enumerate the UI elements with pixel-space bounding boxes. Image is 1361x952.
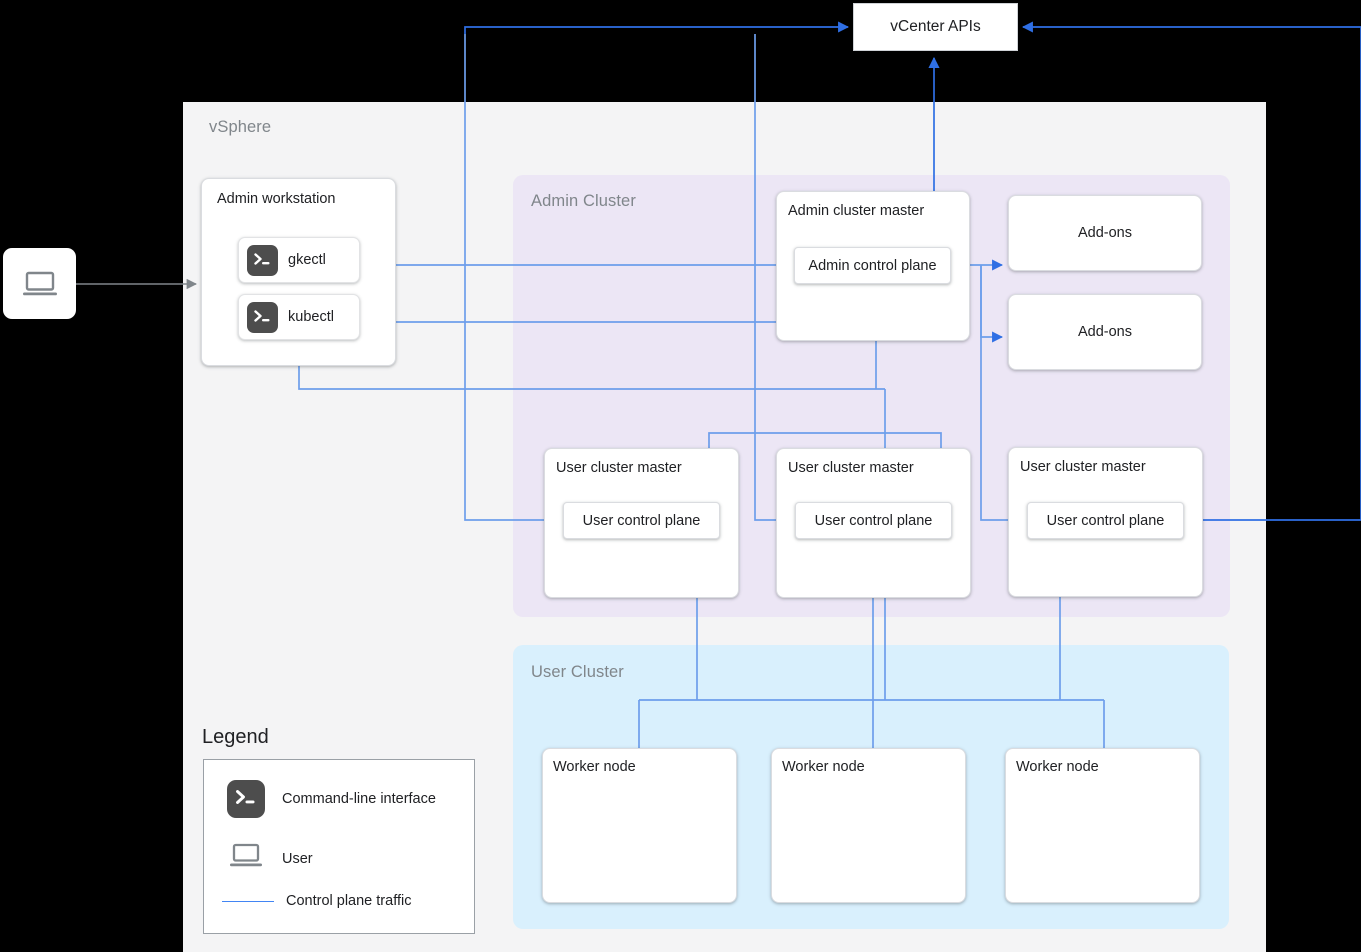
terminal-icon <box>247 244 278 276</box>
vcenter-apis-box[interactable]: vCenter APIs <box>853 3 1018 51</box>
admin-cluster-title: Admin Cluster <box>531 192 636 210</box>
legend-item-traffic: Control plane traffic <box>222 893 411 909</box>
worker-node-label-3: Worker node <box>1016 759 1099 775</box>
user-cluster-master-label-1: User cluster master <box>556 460 682 476</box>
worker-node-box-2[interactable] <box>771 748 966 903</box>
gkectl-label: gkectl <box>288 252 326 268</box>
legend-item-cli: Command-line interface <box>227 780 436 818</box>
admin-cluster-master-label: Admin cluster master <box>788 203 925 219</box>
legend-label-cli: Command-line interface <box>282 791 436 807</box>
admin-workstation-label: Admin workstation <box>217 191 336 207</box>
user-control-plane-box-1[interactable]: User control plane <box>563 502 720 539</box>
legend-item-user: User <box>227 841 313 876</box>
legend-label-user: User <box>282 850 313 867</box>
user-cluster-master-label-3: User cluster master <box>1020 459 1146 475</box>
terminal-icon <box>227 780 265 818</box>
addons-box-1[interactable]: Add-ons <box>1008 195 1202 271</box>
line-swatch-icon <box>222 901 274 902</box>
wire-left-trunk-to-vcenter <box>464 21 850 34</box>
admin-control-plane-box[interactable]: Admin control plane <box>794 247 951 284</box>
vsphere-title: vSphere <box>209 118 272 136</box>
gkectl-card[interactable]: gkectl <box>238 237 360 283</box>
worker-node-label-1: Worker node <box>553 759 636 775</box>
user-control-plane-box-3[interactable]: User control plane <box>1027 502 1184 539</box>
kubectl-label: kubectl <box>288 309 334 325</box>
worker-node-label-2: Worker node <box>782 759 865 775</box>
worker-node-box-3[interactable] <box>1005 748 1200 903</box>
laptop-icon <box>22 271 57 295</box>
worker-node-box-1[interactable] <box>542 748 737 903</box>
user-control-plane-box-2[interactable]: User control plane <box>795 502 952 539</box>
user-node[interactable] <box>3 248 76 319</box>
legend-label-traffic: Control plane traffic <box>286 893 412 909</box>
laptop-icon <box>227 841 265 876</box>
user-cluster-master-label-2: User cluster master <box>788 460 914 476</box>
terminal-icon <box>247 301 278 333</box>
kubectl-card[interactable]: kubectl <box>238 294 360 340</box>
user-cluster-title: User Cluster <box>531 663 624 681</box>
legend-box <box>203 759 475 934</box>
addons-box-2[interactable]: Add-ons <box>1008 294 1202 370</box>
legend-title: Legend <box>202 726 269 748</box>
